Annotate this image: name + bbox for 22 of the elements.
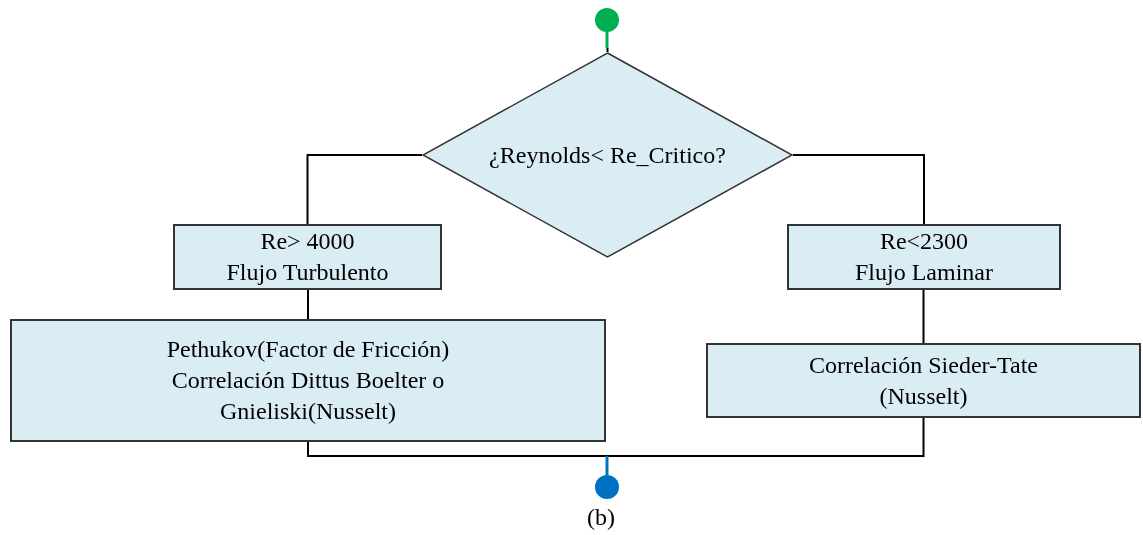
connector-line <box>922 289 925 344</box>
node-text: Flujo Turbulento <box>226 258 389 287</box>
node-text: Re<2300 <box>879 227 969 256</box>
caption: (b) <box>587 503 615 531</box>
node-text: Flujo Laminar <box>855 258 993 287</box>
connector-line <box>792 154 925 225</box>
connector-line <box>606 47 609 53</box>
process-box <box>173 224 442 290</box>
node-text: Re> 4000 <box>260 227 355 256</box>
decision-diamond <box>422 52 793 258</box>
connector-line <box>307 289 309 320</box>
node-text: Correlación Sieder-Tate (Nusselt) <box>807 350 1040 411</box>
node-text: ¿Reynolds< Re_Critico? <box>489 140 726 170</box>
end-pin <box>595 456 619 499</box>
process-box <box>787 224 1061 290</box>
connector-line <box>306 154 423 225</box>
process-box <box>706 343 1141 418</box>
process-box <box>10 319 606 442</box>
connector-line <box>606 417 925 457</box>
start-pin <box>595 8 619 48</box>
node-text: Pethukov(Factor de Fricción) Correlación Dittus Boelter o Gnieliski(Nusselt) <box>165 335 451 426</box>
connector-line <box>307 441 608 457</box>
